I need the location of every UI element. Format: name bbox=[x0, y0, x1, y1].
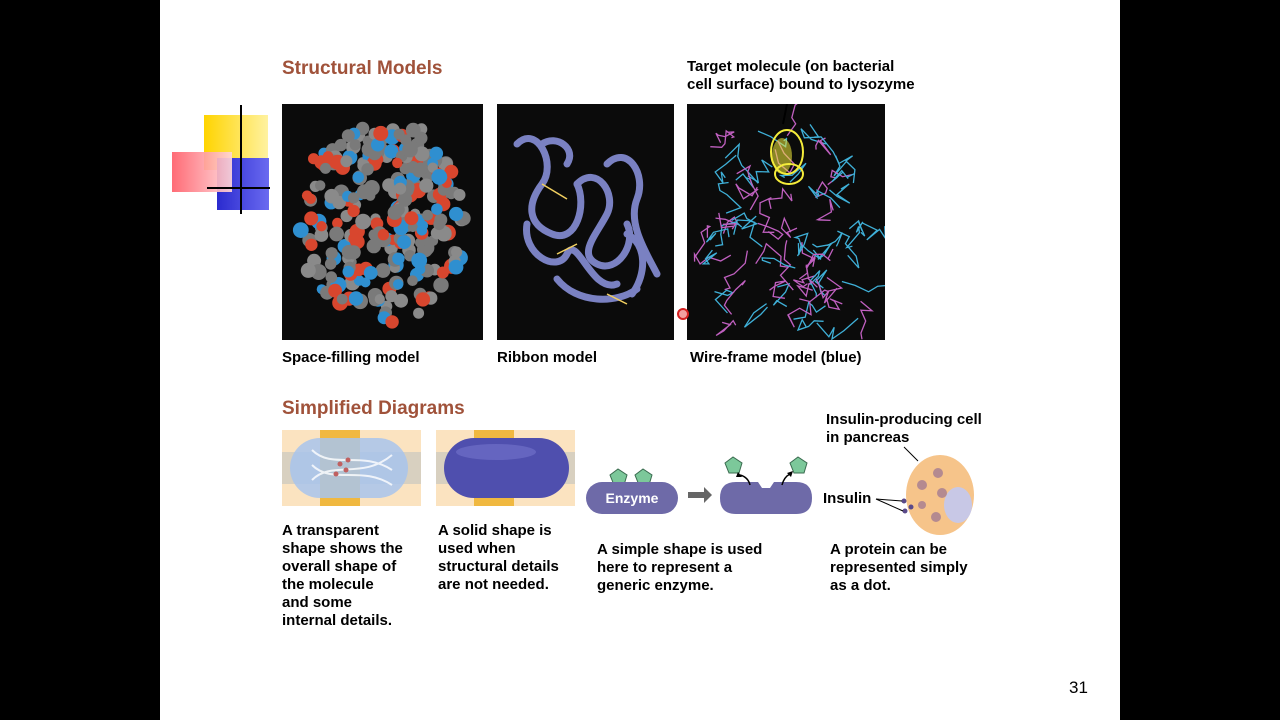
slide: Structural Models Target molecule (on ba… bbox=[160, 0, 1120, 720]
page-number: 31 bbox=[1069, 678, 1088, 697]
structural-models-heading: Structural Models bbox=[282, 58, 443, 79]
insulin-cell-diagram bbox=[875, 446, 974, 535]
space-filling-model-image bbox=[282, 104, 483, 340]
enzyme-label: Enzyme bbox=[605, 490, 659, 506]
enzyme-caption: A simple shape is used here to represent… bbox=[597, 541, 763, 594]
solid-shape-image bbox=[436, 430, 575, 506]
insulin-cell-label: Insulin-producing cell in pancreas bbox=[826, 411, 982, 446]
wire-frame-caption: Wire-frame model (blue) bbox=[690, 349, 862, 366]
target-molecule-label: Target molecule (on bacterial cell surfa… bbox=[687, 58, 915, 93]
decorative-logo bbox=[172, 105, 270, 214]
pointer-marker bbox=[677, 308, 689, 320]
ribbon-model-image bbox=[497, 104, 674, 340]
transparent-shape-image bbox=[282, 430, 421, 506]
simplified-diagrams-heading: Simplified Diagrams bbox=[282, 398, 465, 419]
space-filling-caption: Space-filling model bbox=[282, 349, 420, 366]
solid-shape-caption: A solid shape is used when structural de… bbox=[438, 522, 559, 593]
wire-frame-model-image bbox=[687, 104, 885, 340]
insulin-caption: A protein can be represented simply as a… bbox=[830, 541, 968, 594]
enzyme-diagram bbox=[586, 456, 812, 514]
insulin-label: Insulin bbox=[823, 490, 872, 507]
transparent-shape-caption: A transparent shape shows the overall sh… bbox=[282, 522, 403, 629]
ribbon-caption: Ribbon model bbox=[497, 349, 597, 366]
